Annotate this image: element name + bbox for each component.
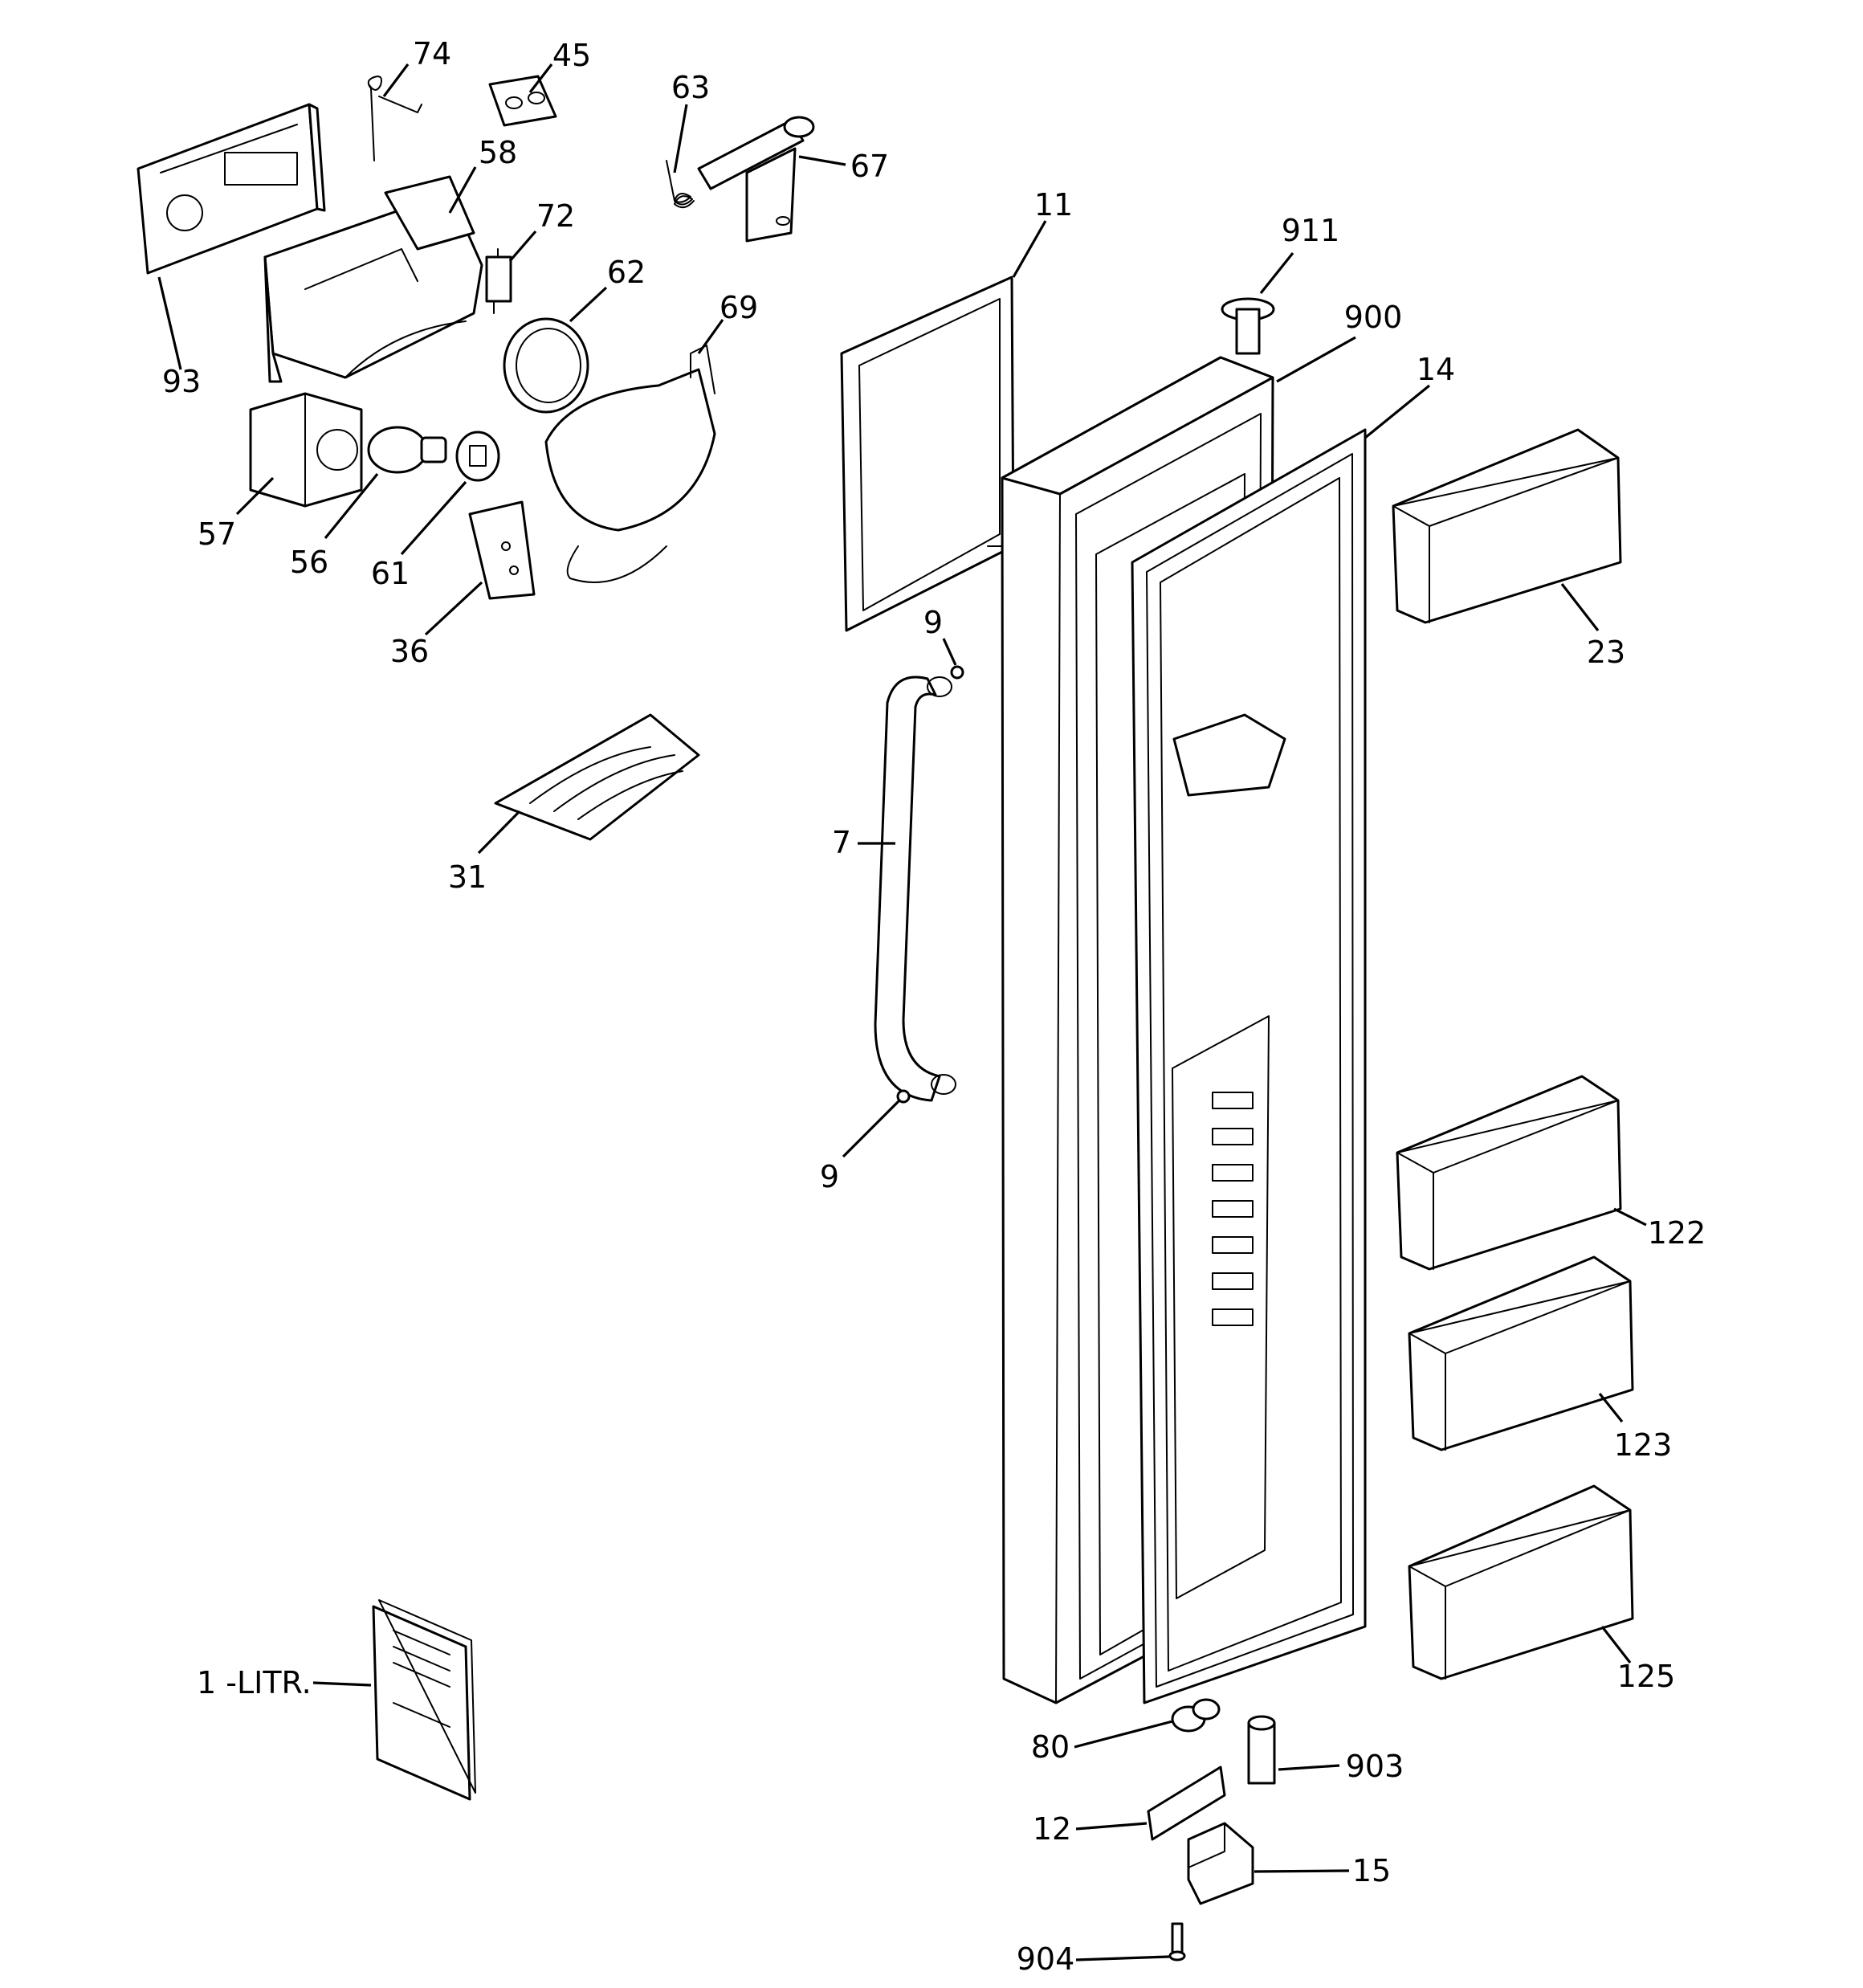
- part-9-screw-bottom: [896, 1089, 911, 1104]
- callout-93: 93: [162, 364, 201, 399]
- part-56-lamp-bulb: [367, 426, 447, 474]
- callout-904: 904: [1017, 1941, 1075, 1977]
- callout-62: 62: [607, 255, 646, 290]
- part-72-switch: [485, 248, 512, 314]
- part-45-bracket: [488, 75, 557, 127]
- callout-12: 12: [1033, 1811, 1071, 1847]
- part-15-hinge: [1187, 1822, 1254, 1905]
- leader-lines: [157, 63, 1647, 1961]
- callout-72: 72: [536, 198, 575, 234]
- callout-56: 56: [290, 545, 328, 580]
- callout-11: 11: [1034, 187, 1073, 222]
- callout-80: 80: [1031, 1729, 1070, 1765]
- part-80-bushing: [1171, 1698, 1221, 1733]
- part-11-dispenser-frame: [840, 276, 1015, 632]
- callout-903: 903: [1346, 1749, 1404, 1784]
- part-23-door-bin: [1392, 428, 1622, 624]
- callout-31: 31: [448, 859, 487, 895]
- callout-7: 7: [832, 825, 851, 860]
- part-9-screw-top: [950, 665, 964, 680]
- callout-1-litr: 1 -LITR.: [197, 1665, 312, 1700]
- part-67-actuator: [697, 116, 815, 243]
- part-903-pin: [1247, 1715, 1276, 1785]
- callout-123: 123: [1614, 1427, 1673, 1463]
- callout-labels: 74 45 63 58 67 72 62 69 93 57 56 61 36 3…: [162, 36, 1706, 1977]
- callout-67: 67: [850, 149, 889, 184]
- callout-15: 15: [1352, 1853, 1391, 1888]
- part-7-handle: [874, 676, 956, 1102]
- callout-74: 74: [413, 36, 451, 71]
- part-1-literature: [372, 1599, 476, 1801]
- part-58-dispenser-housing: [263, 175, 483, 383]
- part-31-drip-tray: [494, 713, 700, 841]
- callout-23: 23: [1587, 635, 1625, 670]
- callout-58: 58: [479, 135, 517, 170]
- callout-57: 57: [198, 516, 236, 552]
- callout-69: 69: [720, 290, 758, 325]
- callout-14: 14: [1417, 352, 1455, 387]
- part-57-motor-cover: [249, 392, 363, 508]
- callout-900: 900: [1344, 300, 1403, 335]
- callout-63: 63: [671, 70, 710, 105]
- part-62-ring: [503, 317, 589, 414]
- part-123-door-bin: [1408, 1255, 1634, 1451]
- part-122-door-bin: [1396, 1075, 1622, 1271]
- part-93-control-panel: [137, 103, 326, 275]
- part-911-bushing: [1221, 297, 1275, 355]
- part-36-plate: [468, 500, 536, 600]
- callout-9-top: 9: [923, 605, 943, 640]
- callout-911: 911: [1282, 213, 1340, 248]
- callout-122: 122: [1648, 1215, 1706, 1251]
- callout-61: 61: [371, 556, 410, 591]
- part-12-hinge-plate: [1147, 1766, 1226, 1841]
- part-63-spring: [666, 160, 695, 209]
- callout-9-bottom: 9: [820, 1159, 839, 1194]
- part-14-gasket: [1131, 428, 1367, 1704]
- door-shelf-clips: [1212, 1092, 1254, 1326]
- callout-36: 36: [390, 634, 429, 669]
- part-61-socket: [455, 431, 500, 482]
- callout-125: 125: [1617, 1659, 1676, 1694]
- part-69-ice-chute: [544, 345, 716, 583]
- callout-45: 45: [552, 38, 591, 73]
- part-74-spring-wire: [367, 76, 422, 161]
- part-904-screw: [1168, 1922, 1186, 1961]
- part-125-door-bin: [1408, 1484, 1634, 1680]
